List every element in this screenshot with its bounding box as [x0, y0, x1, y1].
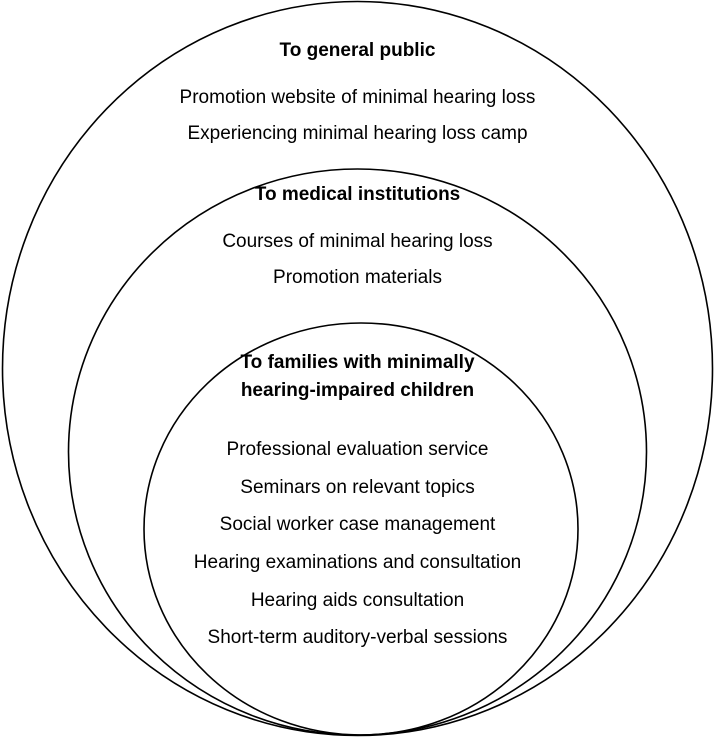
- middle-heading: To medical institutions: [254, 184, 461, 205]
- inner-item: Hearing examinations and consultation: [193, 552, 522, 573]
- outer-item: Promotion website of minimal hearing los…: [179, 87, 536, 108]
- outer-item: Experiencing minimal hearing loss camp: [187, 123, 528, 144]
- outer-heading: To general public: [279, 40, 436, 61]
- inner-item: Social worker case management: [219, 514, 496, 535]
- middle-item: Courses of minimal hearing loss: [222, 231, 493, 252]
- inner-circle: [143, 322, 579, 736]
- inner-item: Seminars on relevant topics: [240, 477, 475, 498]
- middle-item: Promotion materials: [273, 267, 442, 288]
- inner-item: Short-term auditory-verbal sessions: [207, 627, 508, 648]
- inner-heading-line-1: To families with minimally: [240, 352, 475, 373]
- inner-item: Hearing aids consultation: [250, 590, 465, 611]
- inner-item: Professional evaluation service: [226, 439, 489, 460]
- inner-heading-line-2: hearing-impaired children: [240, 380, 475, 401]
